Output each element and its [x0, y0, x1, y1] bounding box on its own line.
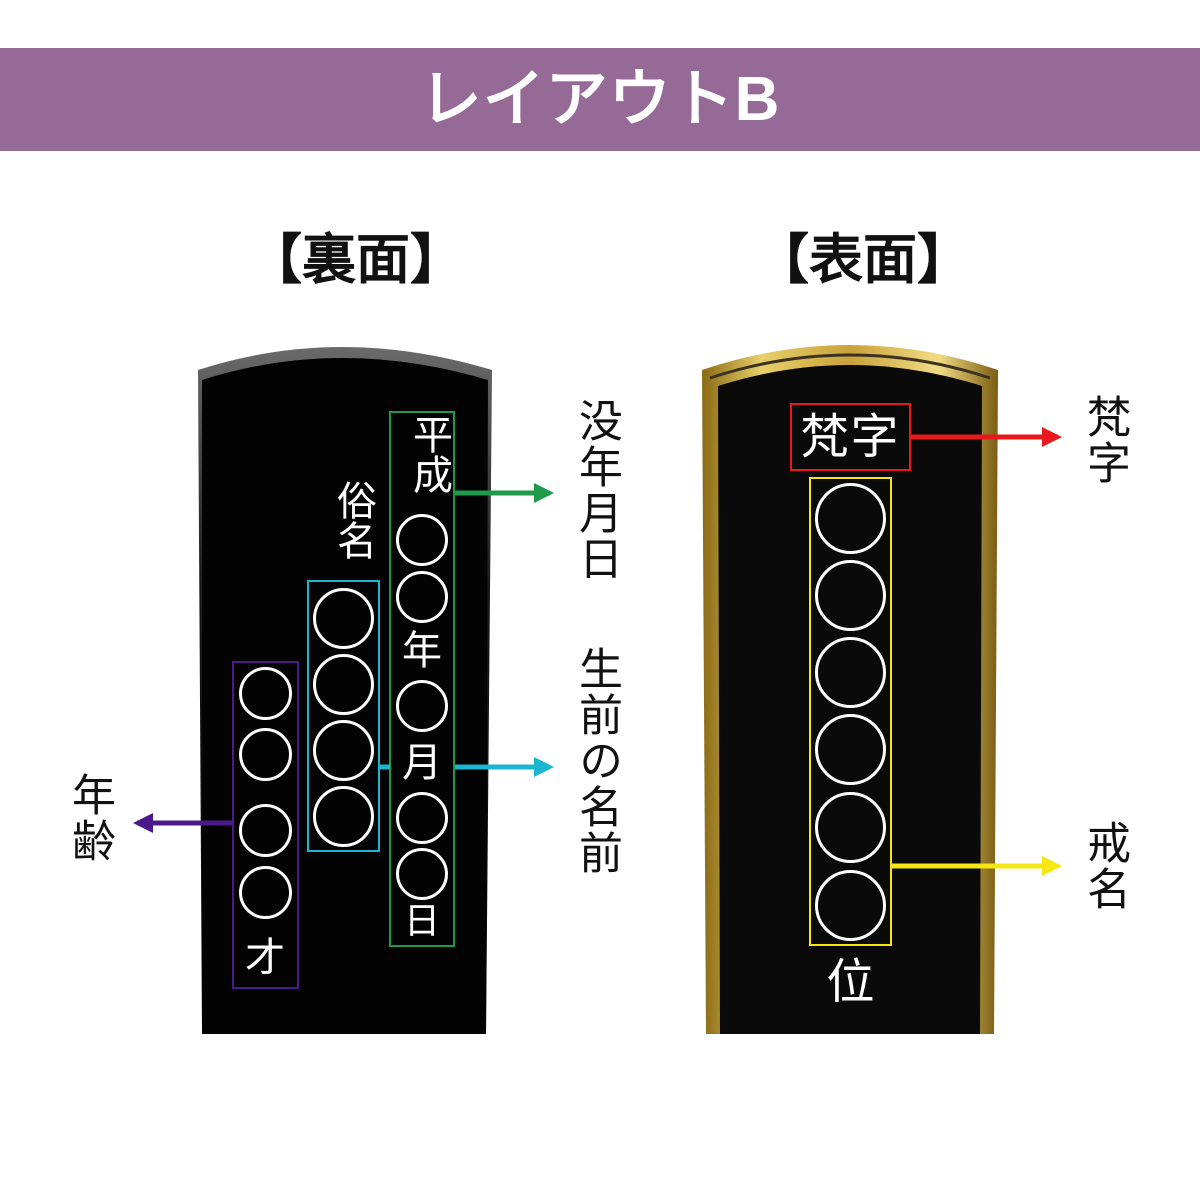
circle-placeholder-icon: [313, 786, 374, 847]
month-char: 月: [402, 740, 442, 786]
bonji-frame: [790, 403, 911, 471]
circle-placeholder-icon: [239, 804, 292, 857]
year-era-text: 平成: [406, 414, 452, 494]
sai-char: 才: [245, 935, 285, 981]
front-side-heading: 【表面】: [755, 228, 971, 291]
title-banner: レイアウトB: [0, 48, 1200, 151]
living-name-frame: [307, 580, 380, 852]
age-frame: [232, 661, 299, 989]
bonji-label: 梵字: [1079, 394, 1130, 486]
circle-placeholder-icon: [815, 637, 886, 708]
bonji-text: 梵字: [800, 409, 901, 465]
circle-placeholder-icon: [239, 866, 292, 919]
circle-placeholder-icon: [313, 654, 374, 715]
circle-placeholder-icon: [396, 792, 448, 844]
day-char: 日: [403, 901, 440, 942]
circle-placeholder-icon: [313, 720, 374, 781]
circle-placeholder-icon: [815, 714, 886, 785]
death-date-frame: [389, 411, 455, 947]
back-side-heading: 【裏面】: [248, 228, 464, 291]
circle-placeholder-icon: [313, 588, 374, 649]
circle-placeholder-icon: [396, 514, 448, 566]
circle-placeholder-icon: [396, 571, 448, 623]
circle-placeholder-icon: [815, 483, 886, 554]
circle-placeholder-icon: [815, 560, 886, 631]
age-label: 年齢: [64, 772, 115, 864]
page-title: レイアウトB: [419, 65, 781, 134]
death-date-label: 没年月日: [571, 398, 622, 582]
zokumyo-text: 俗名: [330, 480, 376, 560]
kaimyo-frame: [809, 477, 892, 946]
year-char: 年: [402, 628, 442, 674]
circle-placeholder-icon: [239, 728, 292, 781]
circle-placeholder-icon: [239, 667, 292, 720]
living-name-label: 生前の名前: [571, 646, 622, 876]
i-char: 位: [826, 954, 875, 1010]
kaimyo-label: 戒名: [1079, 820, 1130, 912]
circle-placeholder-icon: [815, 870, 886, 941]
circle-placeholder-icon: [396, 680, 448, 732]
circle-placeholder-icon: [396, 848, 448, 900]
circle-placeholder-icon: [815, 792, 886, 863]
